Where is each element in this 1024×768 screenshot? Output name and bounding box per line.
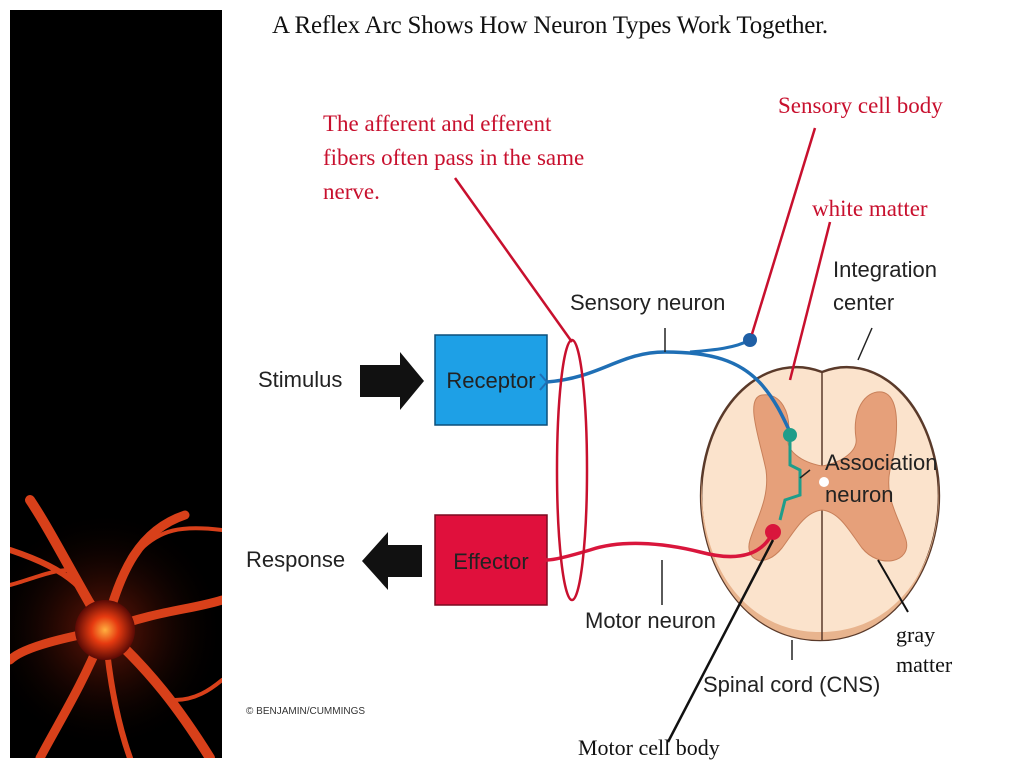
fibers-annotation-line1: The afferent and efferent	[323, 111, 552, 136]
integration-center-line2: center	[833, 290, 894, 315]
association-neuron-line2: neuron	[825, 482, 894, 507]
motor-neuron-fiber	[546, 531, 775, 562]
copyright-label: © BENJAMIN/CUMMINGS	[246, 706, 365, 717]
neuron-image	[10, 495, 222, 758]
white-matter-annotation: white matter	[812, 196, 928, 221]
spinal-cord	[699, 366, 941, 642]
stimulus-label: Stimulus	[258, 367, 342, 392]
sensory-cell-body-dot	[743, 333, 757, 347]
integration-center-line1: Integration	[833, 257, 937, 282]
motor-cell-body-annotation: Motor cell body	[578, 735, 720, 760]
effector-label: Effector	[453, 549, 528, 574]
slide-title: A Reflex Arc Shows How Neuron Types Work…	[272, 12, 828, 39]
receptor-label: Receptor	[446, 368, 535, 393]
sensory-neuron-label: Sensory neuron	[570, 290, 725, 315]
association-synapse-dot	[783, 428, 797, 442]
response-label: Response	[246, 547, 345, 572]
gray-matter-annotation-line1: gray	[896, 622, 935, 647]
stimulus-arrow-icon	[360, 352, 424, 410]
sensory-neuron-fiber	[546, 350, 792, 433]
neuron-image-panel	[10, 10, 222, 758]
sensory-cell-body-annotation: Sensory cell body	[778, 93, 943, 118]
association-neuron-fiber	[778, 440, 802, 521]
spinal-cord-label: Spinal cord (CNS)	[703, 672, 880, 697]
association-neuron-line1: Association	[825, 450, 938, 475]
response-arrow-icon	[362, 532, 422, 590]
fibers-annotation-line3: nerve.	[323, 179, 380, 204]
receptor-box	[434, 334, 548, 426]
gray-matter-annotation-line2: matter	[896, 652, 953, 677]
neuron-cell-body-icon	[75, 600, 135, 660]
motor-neuron-label: Motor neuron	[585, 608, 716, 633]
fibers-annotation-line2: fibers often pass in the same	[323, 145, 584, 170]
